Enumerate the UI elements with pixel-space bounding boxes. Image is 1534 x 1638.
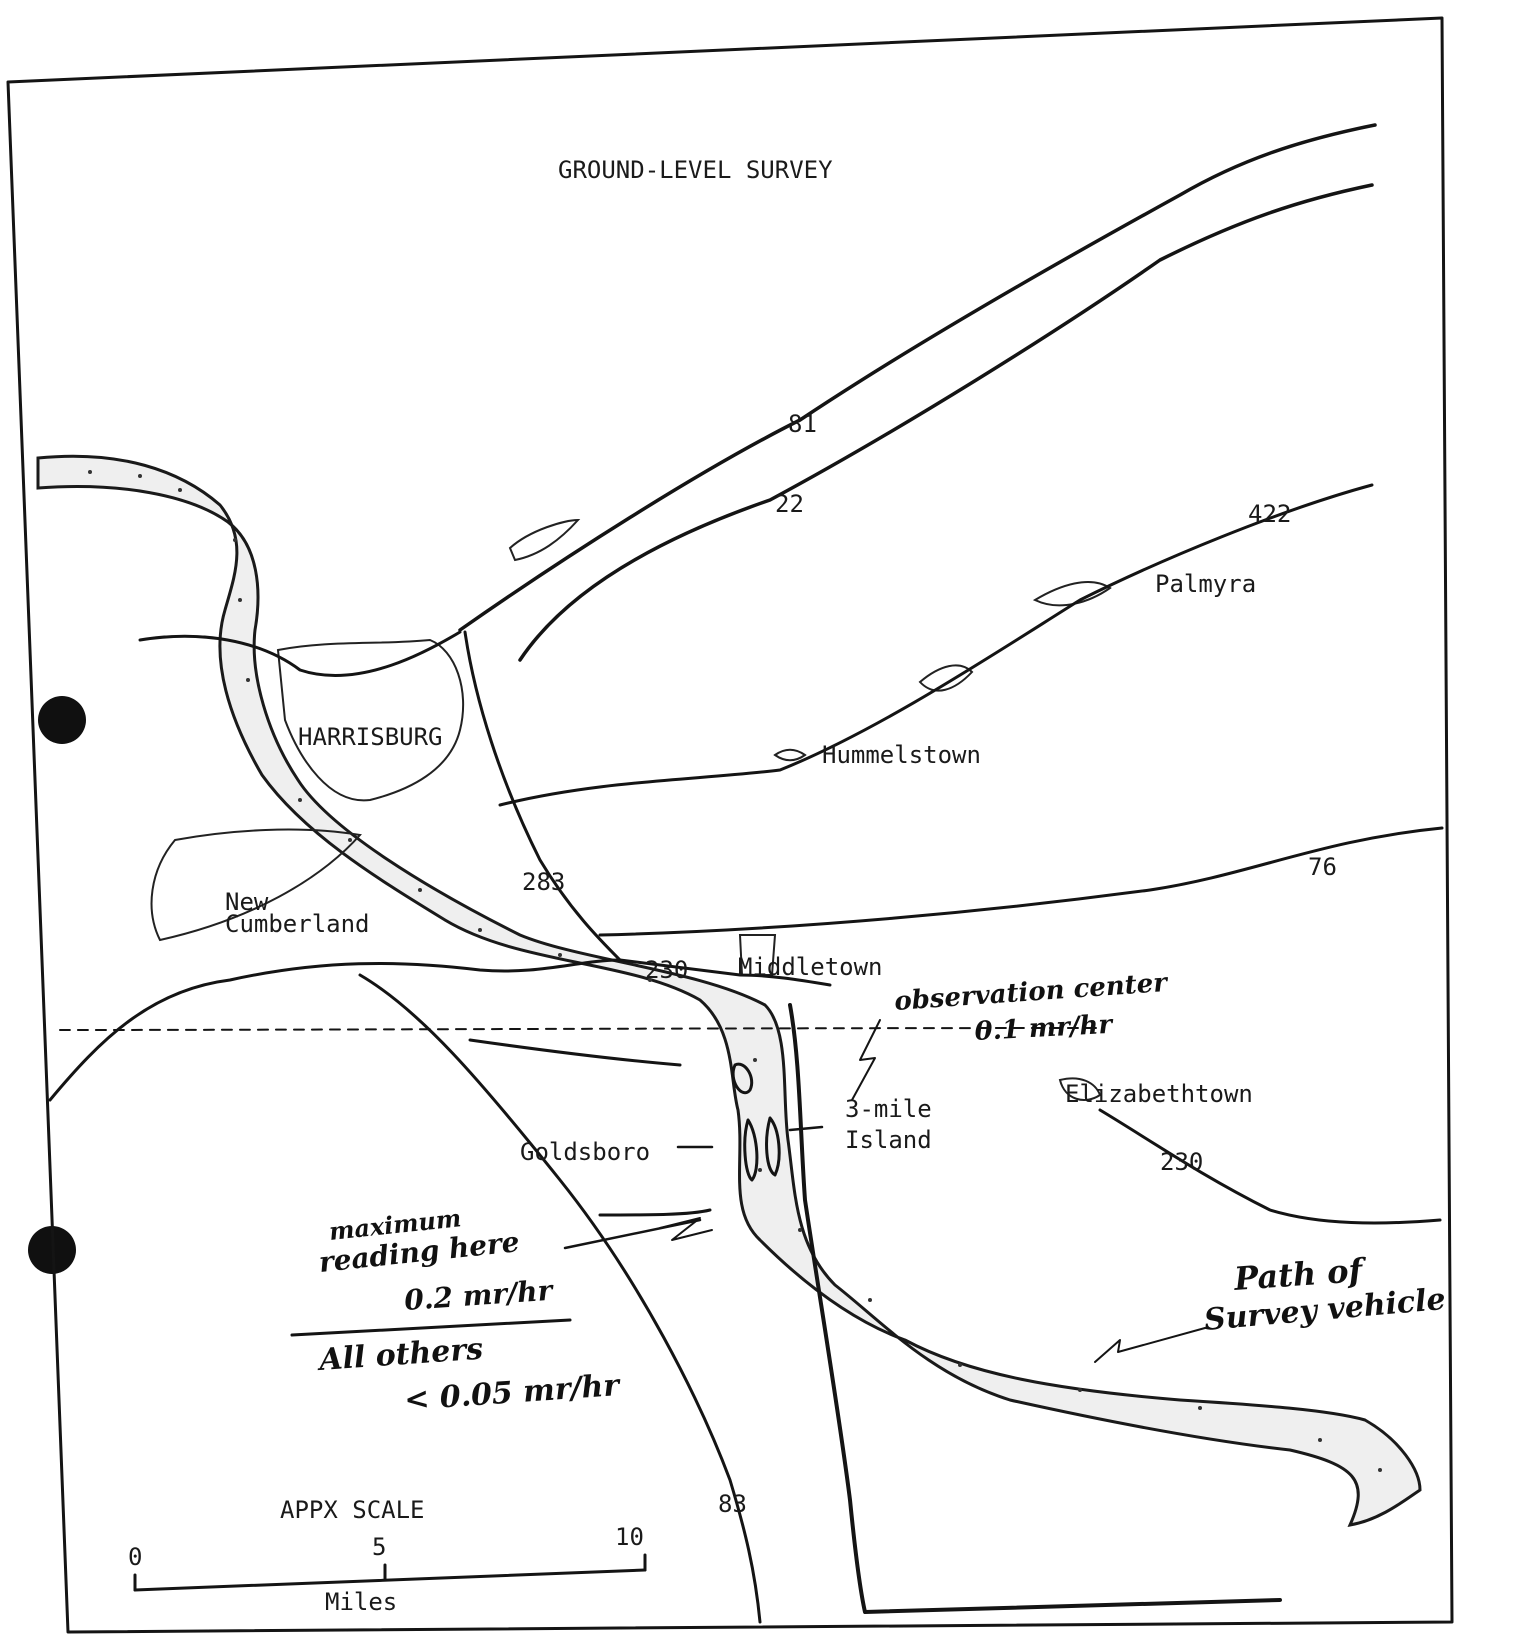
route-76: 76 [1308, 853, 1337, 881]
road-goldsboro [468, 1038, 682, 1067]
label-new-cumberland-2: Cumberland [225, 910, 370, 938]
road-230 [618, 958, 832, 987]
roads [48, 123, 1444, 1624]
label-middletown: Middletown [738, 953, 883, 981]
binder-hole-top [38, 696, 86, 744]
note-max-value: 0.2 mr/hr [403, 1274, 555, 1317]
label-hummelstown: Hummelstown [822, 741, 981, 769]
road-southwest [48, 958, 622, 1102]
road-east-230 [1098, 1108, 1442, 1225]
note-all-others: All others [315, 1332, 484, 1379]
road-west-bank [788, 1003, 1282, 1614]
road-283 [463, 630, 622, 962]
label-new-cumberland-1: New [225, 888, 269, 916]
road-dashed [59, 1027, 1101, 1031]
note-others-value: < 0.05 mr/hr [403, 1368, 622, 1418]
scale-unit: Miles [325, 1588, 397, 1616]
road-22 [518, 183, 1374, 662]
annotation-arrows [563, 1125, 824, 1250]
label-tmi-1: 3-mile [845, 1095, 932, 1123]
note-divider [290, 1318, 572, 1337]
route-422: 422 [1248, 500, 1291, 528]
note-observation-center: observation center [893, 968, 1170, 1017]
note-path-of: Path of [1232, 1251, 1369, 1298]
label-goldsboro: Goldsboro [520, 1138, 650, 1166]
road-76 [598, 826, 1444, 937]
route-22: 22 [775, 490, 804, 518]
road-81 [458, 123, 1377, 632]
label-harrisburg: HARRISBURG [298, 723, 443, 751]
road-83 [358, 973, 762, 1624]
label-elizabethtown: Elizabethtown [1065, 1080, 1253, 1108]
road-west [138, 630, 462, 677]
scale-title: APPX SCALE [280, 1496, 425, 1524]
scale-bar: APPX SCALE 0 5 10 Miles [128, 1496, 647, 1616]
map-title: GROUND-LEVEL SURVEY [558, 156, 833, 184]
river [36, 454, 1422, 1527]
note-observation-reading: 0.1 mr/hr [974, 1010, 1115, 1047]
road-422 [498, 483, 1374, 807]
route-230-east: 230 [1160, 1148, 1203, 1176]
route-81: 81 [788, 410, 817, 438]
route-230-west: 230 [645, 956, 688, 984]
scale-tick-10: 10 [615, 1523, 644, 1551]
route-83: 83 [718, 1490, 747, 1518]
river-stipple [88, 470, 1382, 1472]
map-border [6, 16, 1454, 1634]
route-283: 283 [522, 868, 565, 896]
islands [731, 1062, 781, 1182]
scale-tick-0: 0 [128, 1543, 142, 1571]
label-palmyra: Palmyra [1155, 570, 1256, 598]
label-tmi-2: Island [845, 1126, 932, 1154]
scale-tick-5: 5 [372, 1533, 386, 1561]
road-south-local [598, 1208, 712, 1217]
